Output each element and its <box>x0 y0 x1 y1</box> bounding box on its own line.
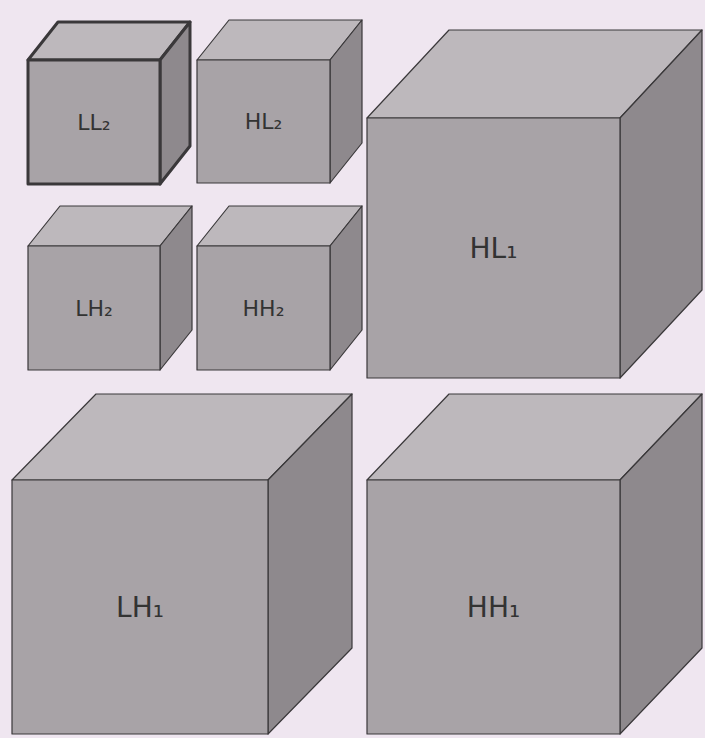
subband-cube: LH₂ <box>28 206 192 370</box>
cube-front: LH₂ <box>28 246 160 370</box>
cube-face <box>620 30 702 378</box>
cube-face <box>160 206 192 370</box>
cube-outline <box>28 206 192 370</box>
subband-label: LH₁ <box>116 591 164 624</box>
subband-cube: HH₁ <box>367 394 702 734</box>
cube-face <box>197 246 330 370</box>
cube-face <box>330 20 362 183</box>
subband-label: HH₁ <box>467 591 520 624</box>
subband-label: HH₂ <box>243 296 285 321</box>
subband-label: HL₁ <box>470 232 518 265</box>
cube-face <box>620 394 702 734</box>
cube-face <box>330 206 362 370</box>
subband-label: LH₂ <box>75 296 113 321</box>
cube-outline <box>197 20 362 183</box>
cube-front: HL₁ <box>367 118 620 378</box>
subband-cube: LL₂ <box>28 22 190 184</box>
cube-outline <box>12 394 352 734</box>
cube-face <box>367 118 620 378</box>
subband-cube: HH₂ <box>197 206 362 370</box>
cube-face <box>160 22 190 184</box>
cube-face <box>367 480 620 734</box>
cube-face <box>197 60 330 183</box>
subband-label: LL₂ <box>77 110 110 135</box>
cube-outline <box>367 394 702 734</box>
cube-face <box>28 246 160 370</box>
cube-outline <box>197 206 362 370</box>
cube-front: HL₂ <box>197 60 330 183</box>
subband-label: HL₂ <box>245 109 283 134</box>
subband-cube: HL₂ <box>197 20 362 183</box>
cube-outline <box>28 22 190 184</box>
subband-cube: HL₁ <box>367 30 702 378</box>
cube-front: HH₁ <box>367 480 620 734</box>
cube-face <box>268 394 352 734</box>
cube-front: LH₁ <box>12 480 268 734</box>
cube-front: LL₂ <box>28 60 160 184</box>
cube-outline <box>367 30 702 378</box>
cube-front: HH₂ <box>197 246 330 370</box>
subband-cube: LH₁ <box>12 394 352 734</box>
cube-face <box>28 60 160 184</box>
cube-face <box>12 480 268 734</box>
